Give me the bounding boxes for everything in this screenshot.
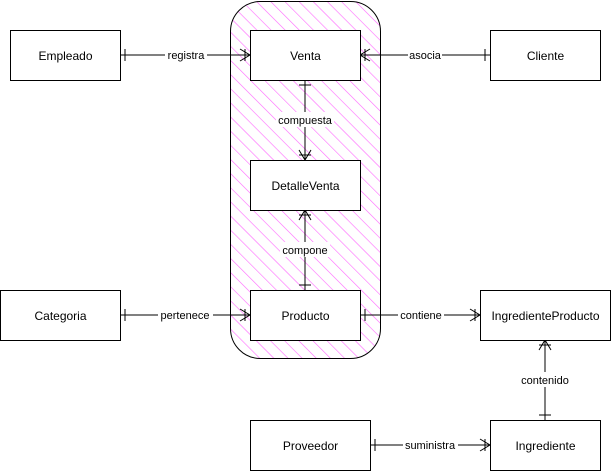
entity-label: Producto [281, 309, 329, 323]
relationship-labels: registra asocia compuesta compone perten… [158, 47, 572, 452]
label-compuesta: compuesta [278, 115, 333, 127]
entity-detalle-venta[interactable]: DetalleVenta [250, 160, 361, 211]
label-asocia: asocia [409, 50, 442, 62]
entity-label: Ingrediente [515, 439, 575, 453]
entity-label: Venta [290, 49, 321, 63]
entity-cliente[interactable]: Cliente [490, 30, 601, 81]
entity-label: Proveedor [283, 439, 338, 453]
label-compone: compone [282, 245, 327, 257]
entity-label: Cliente [527, 49, 565, 63]
entity-label: DetalleVenta [271, 179, 339, 193]
entity-label: Empleado [38, 49, 92, 63]
label-pertenece: pertenece [161, 310, 210, 322]
label-contiene: contiene [400, 310, 442, 322]
entity-proveedor[interactable]: Proveedor [250, 420, 371, 471]
entity-label: Categoria [34, 309, 86, 323]
entity-empleado[interactable]: Empleado [10, 30, 121, 81]
entity-ingrediente[interactable]: Ingrediente [490, 420, 601, 471]
label-contenido: contenido [521, 375, 569, 387]
label-suministra: suministra [405, 440, 456, 452]
entity-venta[interactable]: Venta [250, 30, 361, 81]
label-registra: registra [168, 50, 206, 62]
entity-producto[interactable]: Producto [250, 290, 361, 341]
entity-categoria[interactable]: Categoria [0, 290, 121, 341]
entity-label: IngredienteProducto [491, 309, 599, 323]
entity-ingrediente-producto[interactable]: IngredienteProducto [480, 290, 611, 341]
